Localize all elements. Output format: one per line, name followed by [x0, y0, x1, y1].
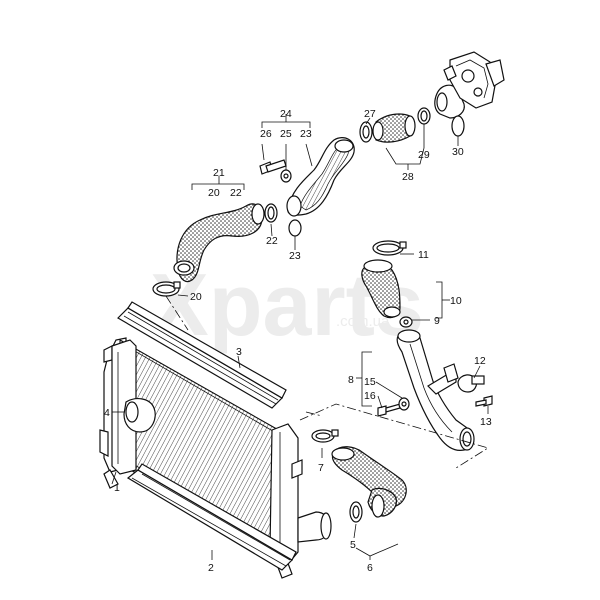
callout-11: 11: [418, 249, 429, 261]
hose-10: [361, 240, 413, 328]
air-guide-upper: [117, 301, 287, 409]
callout-2: 2: [208, 562, 214, 574]
callout-24: 24: [280, 108, 292, 120]
callout-23-lower: 23: [289, 250, 301, 262]
callout-29: 29: [418, 149, 430, 161]
callout-25: 25: [280, 128, 292, 140]
throttle-housing: [434, 51, 505, 137]
watermark-domain: .com.ua: [336, 313, 390, 330]
callout-21: 21: [213, 167, 225, 179]
callout-7: 7: [318, 462, 324, 474]
callout-22-upper: 22: [230, 187, 242, 199]
callout-8: 8: [348, 374, 354, 386]
callout-12: 12: [474, 355, 486, 367]
callout-3: 3: [236, 346, 242, 358]
hose-6: [311, 429, 407, 523]
callout-6: 6: [367, 562, 373, 574]
callout-labels: 1 2 3 4 5 6 7 8 9 10 11 12 13 15 16 20 2…: [104, 108, 492, 574]
hose-28: [359, 107, 431, 143]
callout-16: 16: [364, 390, 376, 402]
callout-4: 4: [104, 407, 110, 419]
callout-10: 10: [450, 295, 462, 307]
assembly-lines: [165, 295, 489, 469]
callout-13: 13: [480, 416, 492, 428]
callout-22-lower: 22: [266, 235, 278, 247]
callout-5: 5: [350, 539, 356, 551]
callout-9: 9: [434, 315, 440, 327]
air-guide-lower: [126, 463, 297, 571]
callout-20-upper: 20: [208, 187, 220, 199]
hose-21: [152, 203, 278, 297]
charge-pipe-8: [377, 329, 493, 451]
leader-lines: [111, 114, 489, 560]
hose-23: [259, 137, 355, 237]
callout-20-lower: 20: [190, 291, 202, 303]
callout-23-upper: 23: [300, 128, 312, 140]
callout-1: 1: [114, 482, 120, 494]
callout-27: 27: [364, 108, 376, 120]
callout-30: 30: [452, 146, 464, 158]
callout-28: 28: [402, 171, 414, 183]
callout-15: 15: [364, 376, 376, 388]
callout-26: 26: [260, 128, 272, 140]
